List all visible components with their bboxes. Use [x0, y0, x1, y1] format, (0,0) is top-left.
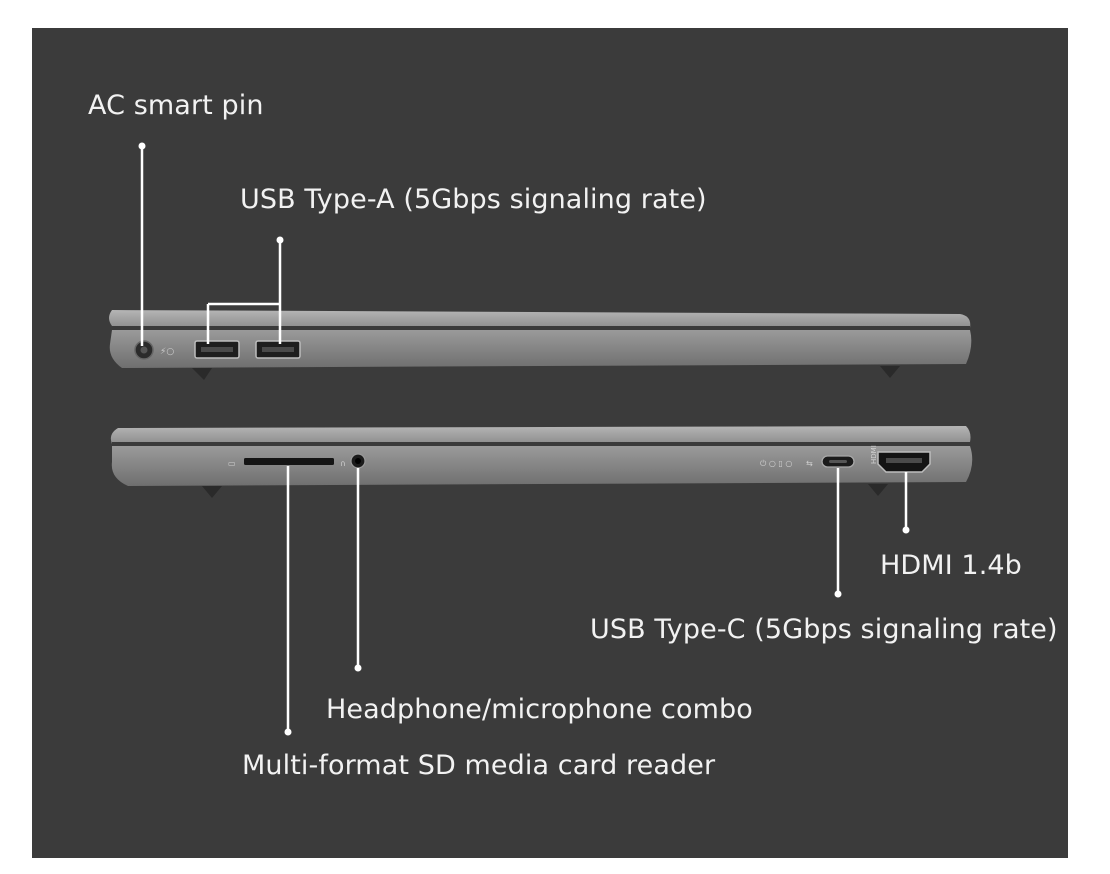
- rubber-foot: [202, 486, 222, 498]
- headphone-leader-dot: [354, 664, 362, 672]
- callout-leaders: [138, 142, 910, 736]
- hdmi-port-contacts: [886, 458, 922, 463]
- laptop-left-side-view: ⚡○: [109, 310, 972, 380]
- laptop-lid: [109, 310, 971, 328]
- usb-c-leader-dot: [834, 590, 842, 598]
- headphone-combo-label: Headphone/microphone combo: [326, 694, 753, 725]
- headphone-jack-hole: [355, 458, 361, 464]
- laptop-base: [111, 446, 973, 486]
- usb-a-port-1-tongue: [201, 347, 233, 352]
- status-led-glyphs: ⏻ ○ ▯ ○: [760, 459, 792, 468]
- rubber-foot: [868, 484, 888, 496]
- usb-type-a-label: USB Type-A (5Gbps signaling rate): [240, 184, 707, 215]
- laptop-lid: [110, 426, 971, 444]
- power-port-glyph: ⚡○: [160, 347, 174, 357]
- laptop-right-side-view: ▭ ∩ ⏻ ○ ▯ ○ ⇆ HDMI: [110, 426, 973, 498]
- ports-diagram-panel: ⚡○ ▭ ∩ ⏻ ○ ▯ ○: [32, 28, 1068, 858]
- sd-card-slot: [244, 458, 334, 465]
- ac-power-pin: [140, 346, 148, 354]
- lid-seam: [112, 442, 970, 446]
- usb-a-port-2-tongue: [262, 347, 294, 352]
- rubber-foot: [880, 366, 900, 378]
- usb-c-glyph: ⇆: [806, 459, 813, 468]
- usb-c-port-tongue: [829, 460, 847, 463]
- sd-leader-dot: [284, 728, 292, 736]
- usb-a-leader-dot: [276, 236, 284, 244]
- ac-pin-leader-dot: [138, 142, 146, 150]
- hdmi-leader-dot: [902, 526, 910, 534]
- sd-slot-glyph: ▭: [228, 459, 236, 468]
- sd-card-reader-label: Multi-format SD media card reader: [242, 750, 716, 781]
- lid-seam: [112, 326, 970, 330]
- rubber-foot: [192, 368, 212, 380]
- laptop-illustration: ⚡○ ▭ ∩ ⏻ ○ ▯ ○: [109, 142, 973, 736]
- usb-type-c-label: USB Type-C (5Gbps signaling rate): [590, 614, 1058, 645]
- headphone-glyph: ∩: [340, 459, 346, 468]
- ac-smart-pin-label: AC smart pin: [88, 90, 264, 121]
- hdmi-glyph: HDMI: [870, 445, 878, 464]
- laptop-base: [109, 330, 972, 368]
- hdmi-label: HDMI 1.4b: [880, 550, 1022, 581]
